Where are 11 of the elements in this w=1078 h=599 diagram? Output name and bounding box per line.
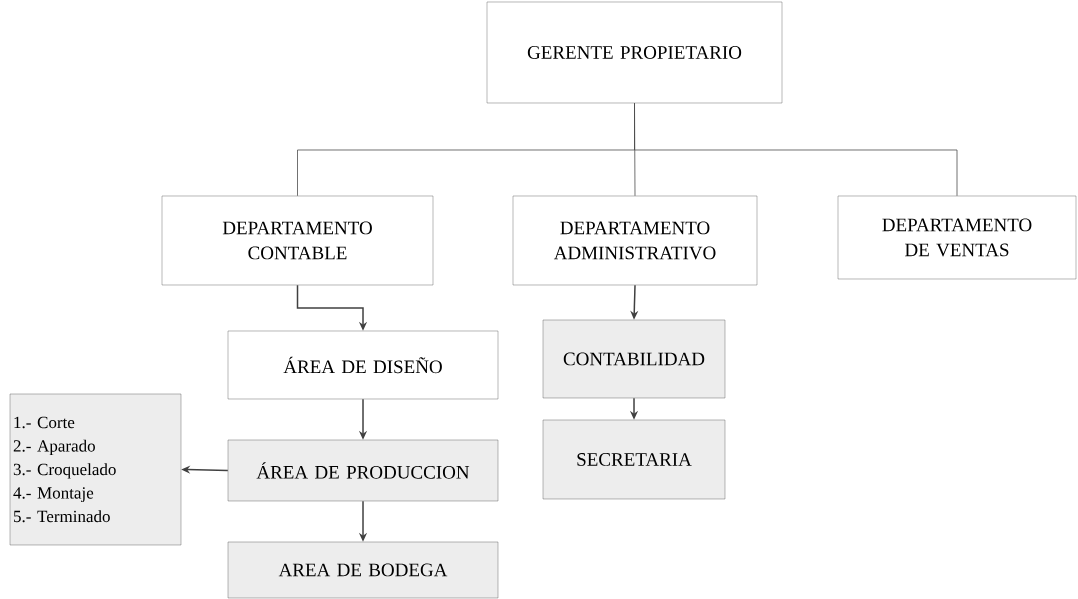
step-list-box: 1.- Corte 2.- Aparado 3.- Croquelado 4.- Montaje 5.- Terminado: [9, 393, 182, 546]
org-box: SECRETARIA: [542, 419, 726, 500]
connector-line: [634, 102, 958, 197]
org-box: AREA DE BODEGA: [227, 541, 499, 599]
org-box: GERENTE PROPIETARIO: [486, 1, 783, 104]
org-box: ÁREA DE DISEÑO: [227, 330, 499, 400]
org-box: ÁREA DE PRODUCCION: [227, 439, 499, 502]
org-box: DEPARTAMENTO DE VENTAS: [837, 195, 1077, 280]
org-box: DEPARTAMENTO CONTABLE: [161, 195, 434, 286]
org-box: CONTABILIDAD: [542, 319, 726, 399]
org-box: DEPARTAMENTO ADMINISTRATIVO: [512, 195, 758, 286]
